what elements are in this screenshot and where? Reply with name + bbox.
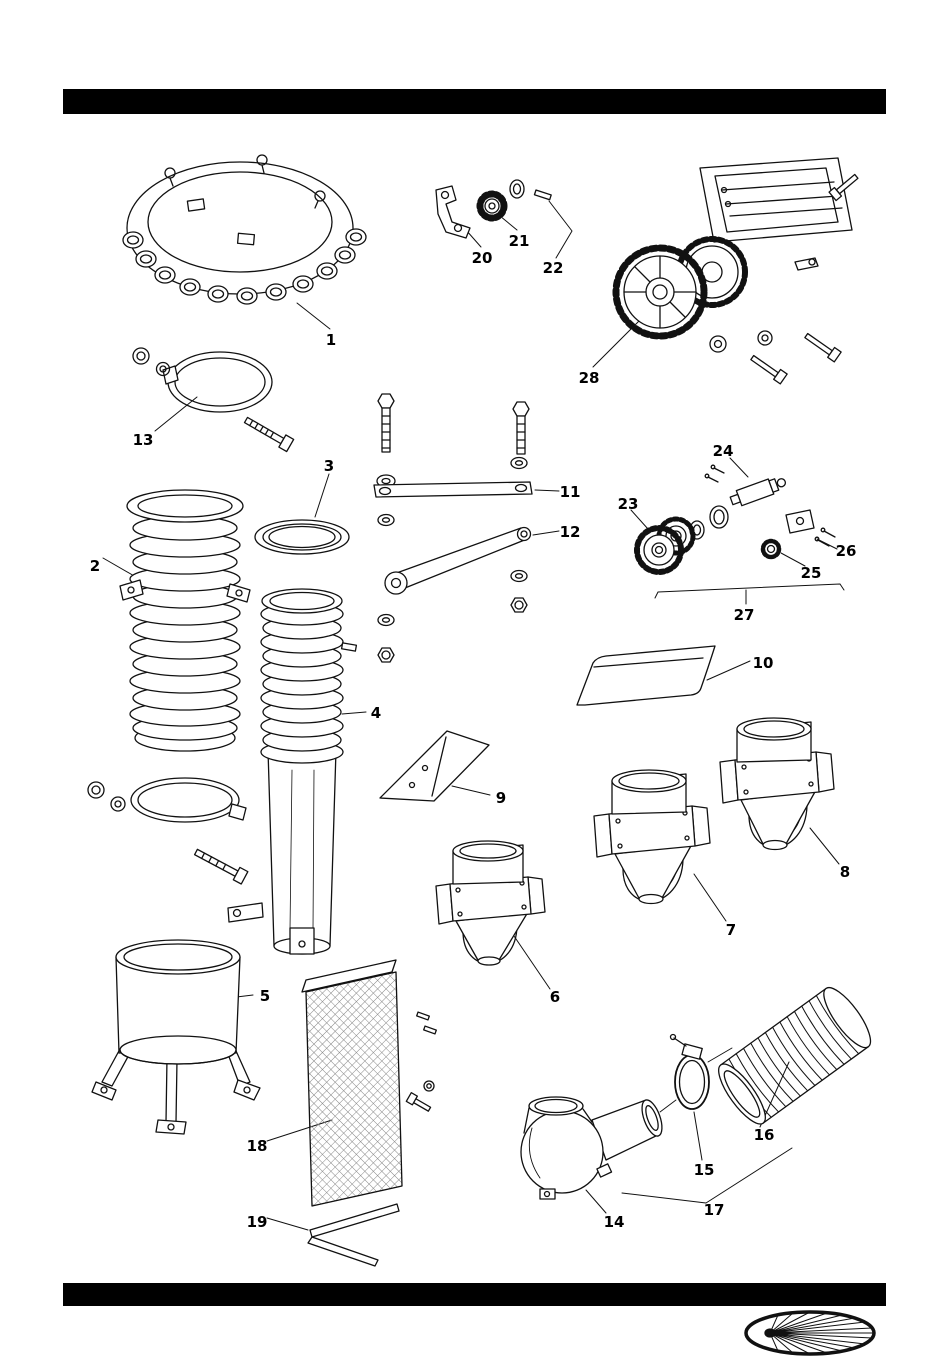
callout-23: 23	[617, 495, 639, 513]
callout-3: 3	[323, 457, 335, 475]
part-3-seal-ring	[254, 519, 350, 555]
part-24-valve	[704, 464, 787, 507]
part-22-washer-and-pin	[509, 179, 552, 201]
top-rule-bar	[63, 89, 886, 114]
part-1-distributor-head	[122, 154, 367, 305]
part-12-lever-group	[377, 526, 532, 663]
callout-14: 14	[603, 1213, 625, 1231]
callout-1: 1	[325, 331, 337, 349]
part-14-elbow	[520, 1047, 733, 1200]
part-23-sprocket-cluster	[634, 505, 729, 575]
callout-5: 5	[259, 987, 271, 1005]
callout-11: 11	[559, 483, 581, 501]
part-21-star-gear	[476, 190, 508, 222]
part-18-mesh-screen	[301, 959, 437, 1207]
callout-15: 15	[693, 1161, 715, 1179]
callout-19: 19	[246, 1213, 268, 1231]
part-20-bracket	[435, 185, 471, 239]
callout-12: 12	[559, 523, 581, 541]
part-13-clamp	[132, 347, 295, 453]
bottom-rule-bar	[63, 1283, 886, 1306]
part-25-star-washer	[760, 538, 782, 560]
callout-7: 7	[725, 921, 737, 939]
callout-25: 25	[800, 564, 822, 582]
part-15-hose-clamp	[669, 1033, 710, 1110]
callout-16: 16	[753, 1126, 775, 1144]
callout-13: 13	[132, 431, 154, 449]
callout-17: 17	[703, 1201, 725, 1219]
part-7-funnel-assembly	[593, 769, 711, 905]
callout-8: 8	[839, 863, 851, 881]
part-5-bucket	[91, 939, 261, 1135]
part-6-funnel-assembly	[435, 840, 546, 966]
part-28-gearbox-assembly	[612, 157, 859, 385]
part-10-hood	[576, 645, 716, 706]
brand-logo-impeller-icon	[744, 1310, 876, 1356]
callout-27: 27	[733, 606, 755, 624]
callout-21: 21	[508, 232, 530, 250]
part-16-hose	[718, 986, 872, 1125]
callout-24: 24	[712, 442, 734, 460]
part-9-plate	[379, 730, 490, 802]
part-19-strip	[307, 1203, 400, 1267]
callout-2: 2	[89, 557, 101, 575]
callout-28: 28	[578, 369, 600, 387]
callout-22: 22	[542, 259, 564, 277]
lower-clamp-hardware	[87, 777, 249, 885]
callout-10: 10	[752, 654, 774, 672]
part-8-funnel-assembly	[719, 717, 835, 851]
callout-20: 20	[471, 249, 493, 267]
callout-4: 4	[370, 704, 382, 722]
part-11-link-bar-group	[373, 393, 533, 527]
callout-18: 18	[246, 1137, 268, 1155]
part-26-block	[785, 509, 836, 547]
part-2-bellows	[119, 489, 251, 752]
part-4-tube	[227, 588, 358, 955]
callout-9: 9	[495, 789, 507, 807]
callout-6: 6	[549, 988, 561, 1006]
callout-26: 26	[835, 542, 857, 560]
leader-lines	[102, 200, 845, 1231]
